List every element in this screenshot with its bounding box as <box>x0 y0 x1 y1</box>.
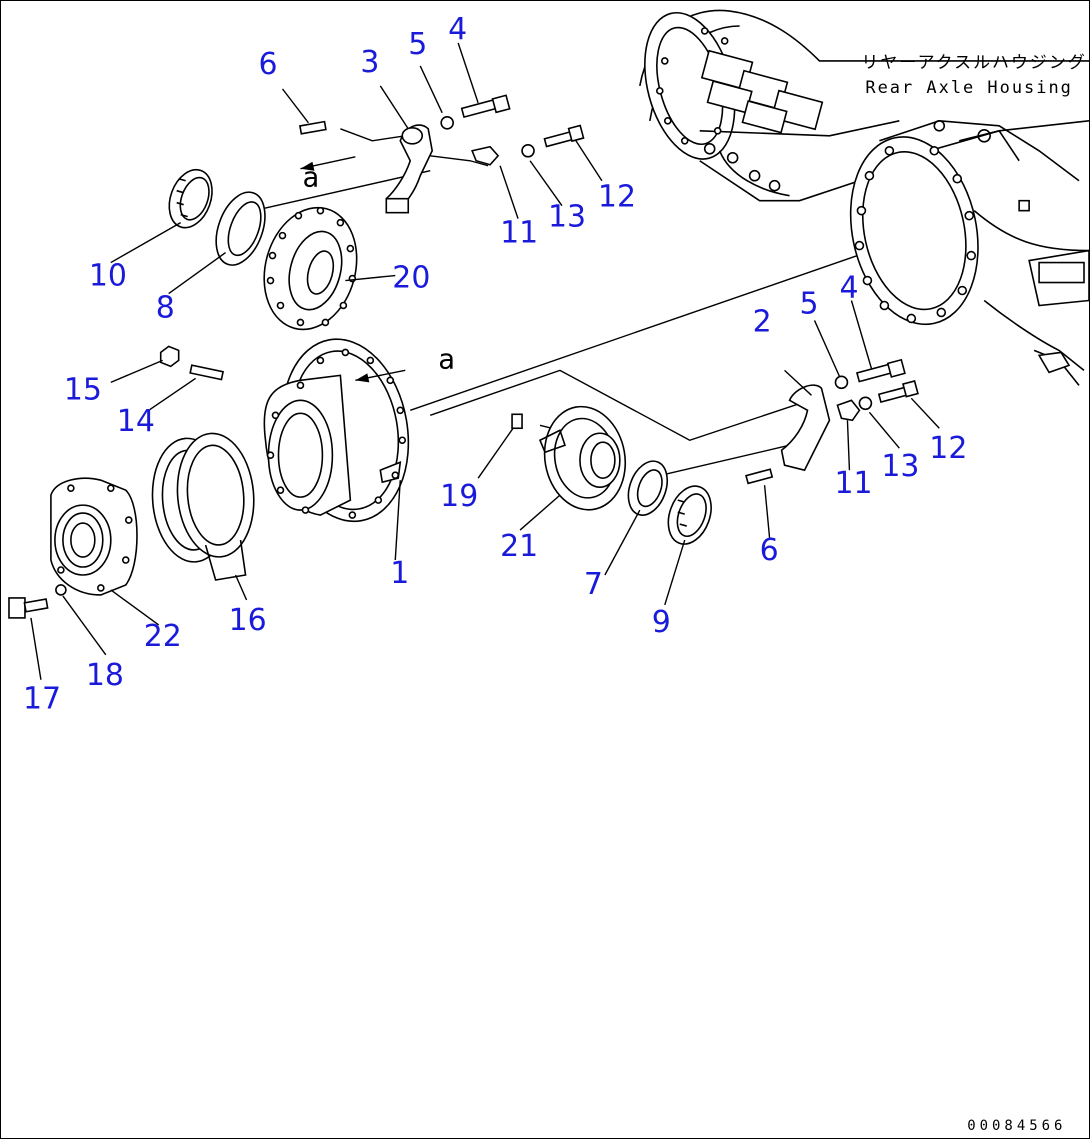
part-13-washer-upper <box>521 143 535 158</box>
part-3-bracket <box>385 124 434 214</box>
leader-lines <box>30 42 940 680</box>
callout-8: 8 <box>156 290 175 325</box>
callout-15: 15 <box>64 372 102 407</box>
reference-mark-lower: a <box>438 342 455 375</box>
callout-10: 10 <box>89 259 127 294</box>
housing-label-japanese: リヤーアクスルハウジング <box>861 52 1086 72</box>
part-5-washer-lower <box>834 375 849 390</box>
housing-label-english: Rear Axle Housing <box>865 77 1072 97</box>
part-11-lockplate-upper <box>471 145 500 166</box>
callout-1: 1 <box>390 556 409 591</box>
part-6-pin-upper <box>299 120 327 135</box>
callout-5-lower: 5 <box>800 286 819 321</box>
part-21-hub <box>538 405 627 511</box>
part-15-nut <box>159 345 180 368</box>
part-12-bolt-upper <box>543 124 585 148</box>
part-17-bolt <box>8 597 49 619</box>
callout-5-upper: 5 <box>408 27 427 62</box>
part-11-lockplate-lower <box>836 399 861 422</box>
part-2-bracket <box>780 384 831 472</box>
part-8-seal <box>215 191 266 266</box>
callout-21: 21 <box>500 529 538 564</box>
part-18-washer <box>55 584 67 596</box>
callout-12-upper: 12 <box>598 180 636 215</box>
callout-16: 16 <box>229 603 267 638</box>
part-7-seal <box>627 460 669 516</box>
callout-labels: 1 2 3 4 4 5 5 6 6 7 8 9 10 11 11 12 12 1… <box>23 12 967 717</box>
part-4-bolt-upper <box>460 94 511 119</box>
part-19-bolt <box>511 413 523 430</box>
callout-7: 7 <box>584 567 603 602</box>
callout-19: 19 <box>440 479 478 514</box>
callout-4-upper: 4 <box>448 12 467 47</box>
callout-13-upper: 13 <box>548 200 586 235</box>
callout-11-upper: 11 <box>500 216 538 251</box>
part-12-bolt-lower <box>877 380 919 404</box>
part-4-bolt-lower <box>855 358 906 383</box>
callout-4-lower: 4 <box>839 270 858 305</box>
part-22-cover <box>50 477 138 596</box>
callout-18: 18 <box>86 658 124 693</box>
callout-2: 2 <box>753 304 772 339</box>
callout-14: 14 <box>117 404 155 439</box>
part-6-pin-lower <box>745 468 774 485</box>
part-20-plate <box>263 206 358 331</box>
part-5-washer-upper <box>440 116 454 130</box>
part-9-bearing <box>667 485 712 545</box>
rear-axle-housing <box>639 9 1089 386</box>
part-13-washer-lower <box>858 396 873 411</box>
callout-6-lower: 6 <box>760 533 779 568</box>
drawing-code: 00084566 <box>967 1118 1066 1134</box>
callout-9: 9 <box>652 605 671 640</box>
part-10-bearing <box>168 168 213 229</box>
callout-6-upper: 6 <box>259 47 278 82</box>
callout-3: 3 <box>360 45 379 80</box>
axis-line <box>410 254 858 411</box>
part-16-shims <box>151 432 255 581</box>
callout-11-lower: 11 <box>834 466 872 501</box>
callout-17: 17 <box>23 682 61 717</box>
part-1-hub-housing <box>263 338 410 523</box>
callout-22: 22 <box>144 619 182 654</box>
callout-12-lower: 12 <box>929 431 967 466</box>
callout-13-lower: 13 <box>881 449 919 484</box>
callout-20: 20 <box>392 261 430 296</box>
reference-mark-upper: a <box>302 161 319 194</box>
part-14-stud <box>189 364 225 381</box>
